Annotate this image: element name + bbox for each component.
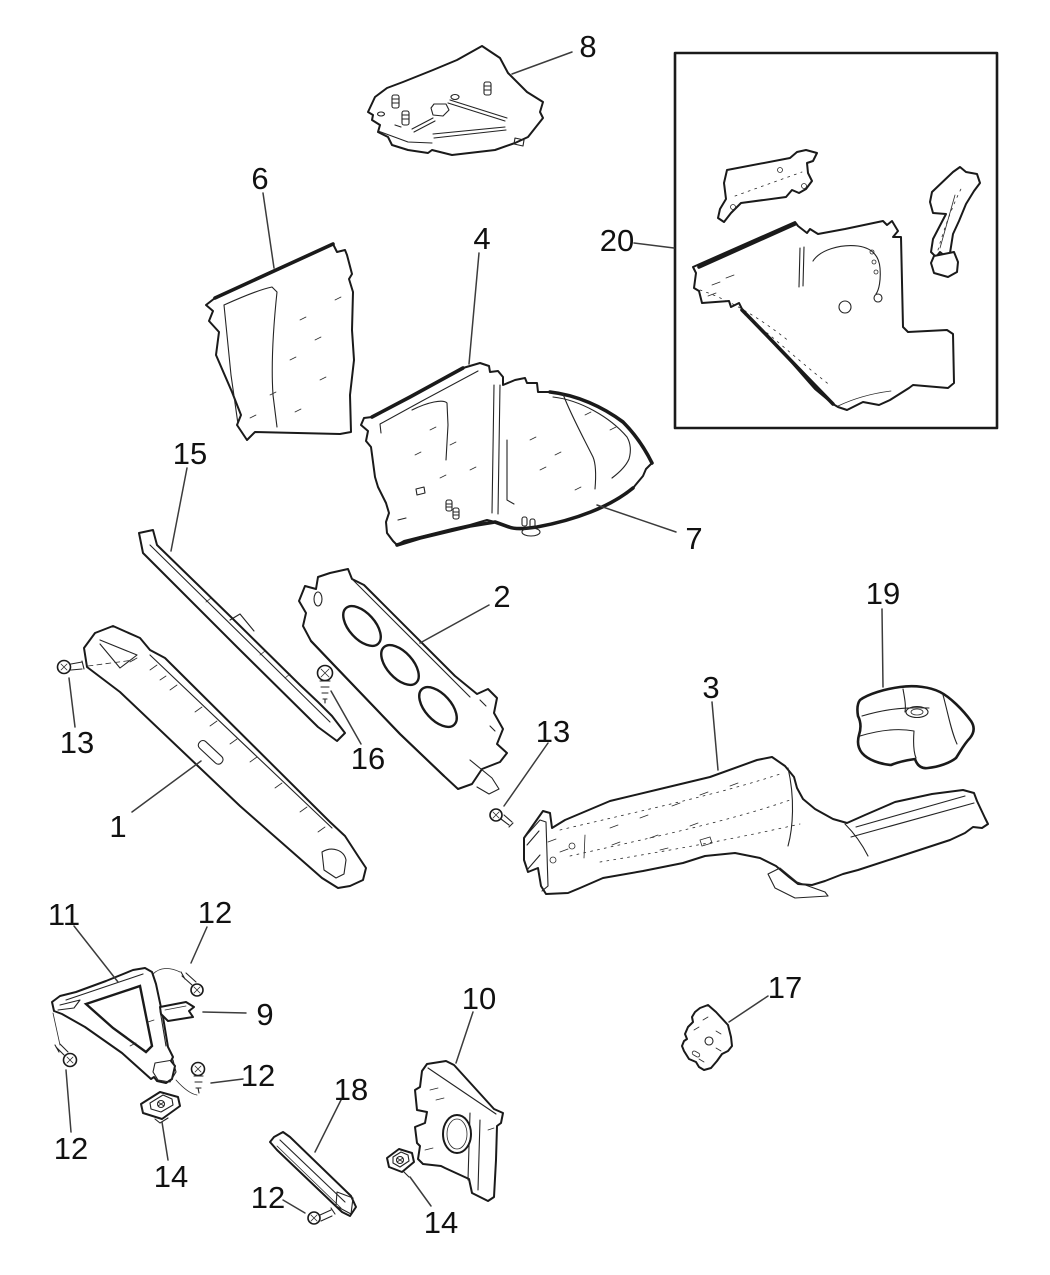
leader-6 [262, 192, 275, 269]
screw-13-left [56, 659, 135, 675]
leader-12-left [65, 1069, 72, 1133]
leader-4 [468, 252, 480, 365]
callout-7-label: 7 [685, 521, 702, 556]
callout-8-label: 8 [579, 29, 596, 64]
callout-15-label: 15 [173, 436, 207, 471]
dome-bottom-edge [395, 486, 635, 547]
quarter-panel-in-box [692, 220, 955, 411]
part-3-side-rail [523, 756, 989, 899]
callout-12-middle-label: 12 [241, 1058, 275, 1093]
callout-4-label: 4 [473, 221, 490, 256]
screw-16 [316, 664, 334, 704]
stud-icon [391, 81, 492, 126]
leader-20 [633, 242, 675, 249]
callout-12-left-label: 12 [54, 1131, 88, 1166]
part-19-rail-cap [856, 684, 975, 770]
callout-labels: 8 6 4 20 7 15 2 19 13 16 1 13 3 11 12 9 … [48, 29, 900, 1240]
leader-19 [881, 608, 884, 688]
part-14-clip-left [140, 1091, 181, 1124]
callout-12-bottom-label: 12 [251, 1180, 285, 1215]
callout-17-label: 17 [768, 970, 802, 1005]
part-14-clip-right [386, 1148, 415, 1178]
part-18-sill-strip [269, 1131, 357, 1217]
leader-12-middle [210, 1078, 244, 1084]
callout-6-label: 6 [251, 161, 268, 196]
callout-2-label: 2 [493, 579, 510, 614]
callout-3-label: 3 [702, 670, 719, 705]
part-8-support-tray [367, 45, 544, 156]
part-20-boxed-assembly [673, 51, 999, 430]
part-2-crossmember [298, 568, 508, 795]
leader-16 [330, 690, 362, 745]
leader-10 [455, 1011, 474, 1064]
leader-12-bottom [282, 1199, 306, 1214]
part-15-rail-strip [138, 529, 346, 742]
leader-12-top [190, 926, 208, 964]
part-1-tie-bar [83, 625, 367, 889]
leader-9 [202, 1011, 247, 1014]
callout-19-label: 19 [866, 576, 900, 611]
screw-12-top [152, 968, 204, 997]
screw-12-left [52, 1012, 78, 1068]
part-10-bracket [414, 1060, 504, 1202]
leader-11 [73, 925, 119, 983]
callout-1-label: 1 [109, 809, 126, 844]
callout-13-left-label: 13 [60, 725, 94, 760]
leader-1 [131, 760, 202, 813]
callout-9-label: 9 [256, 997, 273, 1032]
callout-16-label: 16 [351, 741, 385, 776]
dome-top-edge [548, 390, 654, 465]
leader-13-left [68, 677, 76, 728]
part-4-wheelhouse-panel [360, 362, 654, 547]
leader-lines [65, 51, 884, 1214]
part-9-bracket [159, 1001, 195, 1022]
leader-2 [419, 604, 490, 644]
callout-18-label: 18 [334, 1072, 368, 1107]
leader-8 [511, 51, 573, 75]
leader-7 [596, 504, 677, 533]
leader-17 [728, 995, 769, 1023]
callout-12-top-label: 12 [198, 895, 232, 930]
callout-14-left-label: 14 [154, 1159, 188, 1194]
callout-20-label: 20 [600, 223, 634, 258]
gusset-in-box [929, 166, 981, 278]
callout-13-right-label: 13 [536, 714, 570, 749]
leader-15 [170, 467, 188, 552]
bracket-in-box [717, 149, 818, 223]
part-6-panel [205, 242, 355, 441]
callout-14-right-label: 14 [424, 1205, 458, 1240]
screw-13-right [489, 808, 514, 828]
part-17-gusset [681, 1004, 733, 1071]
leader-3 [711, 701, 719, 771]
callout-10-label: 10 [462, 981, 496, 1016]
part-11-triangular-brace [51, 967, 177, 1084]
panel-top-edge [370, 366, 465, 419]
leader-18 [314, 1099, 342, 1153]
leader-13-right [503, 742, 549, 807]
screw-12-middle [175, 1061, 206, 1096]
screw-12-bottom [307, 1207, 336, 1225]
leader-14-left [161, 1121, 169, 1161]
callout-11-label: 11 [48, 897, 80, 932]
leader-14-right [409, 1176, 432, 1207]
